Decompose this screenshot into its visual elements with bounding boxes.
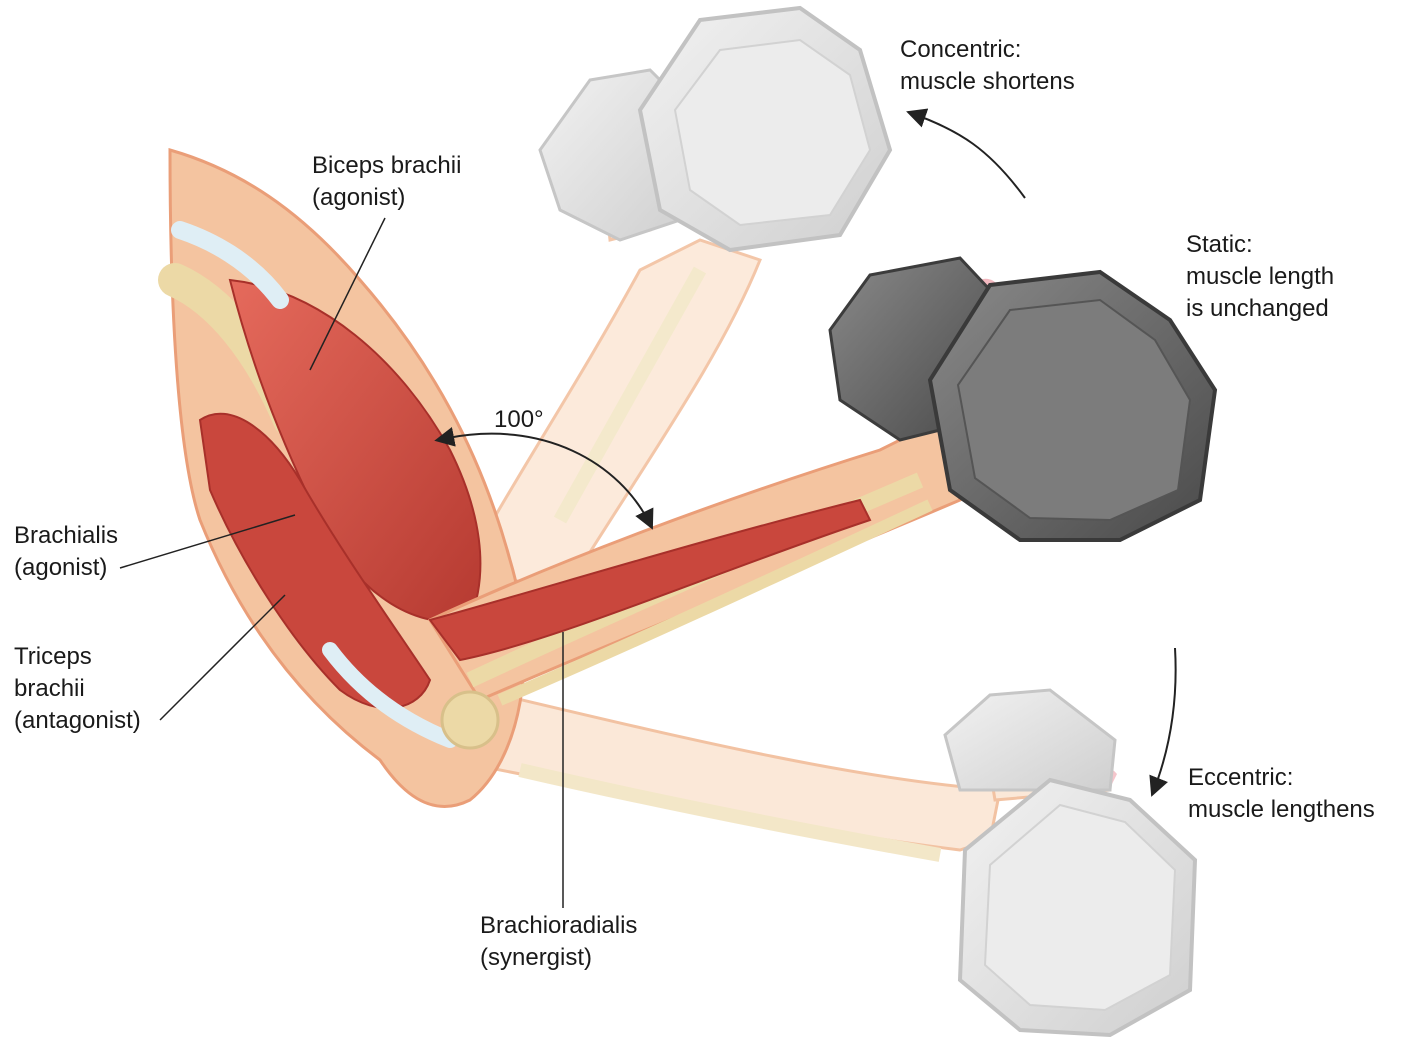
triceps-label-line3: (antagonist) xyxy=(14,705,141,737)
static-label: Static: muscle length is unchanged xyxy=(1186,229,1334,325)
static-label-line2: muscle length xyxy=(1186,261,1334,293)
brachialis-label-line2: (agonist) xyxy=(14,552,118,584)
biceps-label-line2: (agonist) xyxy=(312,182,461,214)
eccentric-dumbbell xyxy=(945,690,1195,1035)
curved-arrow-up-icon xyxy=(908,112,1025,198)
concentric-label: Concentric: muscle shortens xyxy=(900,34,1075,98)
brachioradialis-label-line1: Brachioradialis xyxy=(480,910,637,942)
triceps-label-line2: brachii xyxy=(14,673,141,705)
curved-arrow-down-icon xyxy=(1152,648,1176,795)
brachialis-label-line1: Brachialis xyxy=(14,520,118,552)
biceps-label: Biceps brachii (agonist) xyxy=(312,150,461,214)
brachialis-label: Brachialis (agonist) xyxy=(14,520,118,584)
concentric-label-line1: Concentric: xyxy=(900,34,1075,66)
eccentric-label-line2: muscle lengthens xyxy=(1188,794,1375,826)
triceps-label-line1: Triceps xyxy=(14,641,141,673)
brachioradialis-label-line2: (synergist) xyxy=(480,942,637,974)
triceps-label: Triceps brachii (antagonist) xyxy=(14,641,141,737)
angle-label: 100° xyxy=(494,404,544,436)
concentric-dumbbell xyxy=(540,8,890,250)
concentric-label-line2: muscle shortens xyxy=(900,66,1075,98)
brachioradialis-label: Brachioradialis (synergist) xyxy=(480,910,637,974)
angle-value: 100° xyxy=(494,404,544,436)
triceps-leader-line xyxy=(160,595,285,720)
static-label-line1: Static: xyxy=(1186,229,1334,261)
static-label-line3: is unchanged xyxy=(1186,293,1334,325)
eccentric-label-line1: Eccentric: xyxy=(1188,762,1375,794)
eccentric-label: Eccentric: muscle lengthens xyxy=(1188,762,1375,826)
biceps-label-line1: Biceps brachii xyxy=(312,150,461,182)
